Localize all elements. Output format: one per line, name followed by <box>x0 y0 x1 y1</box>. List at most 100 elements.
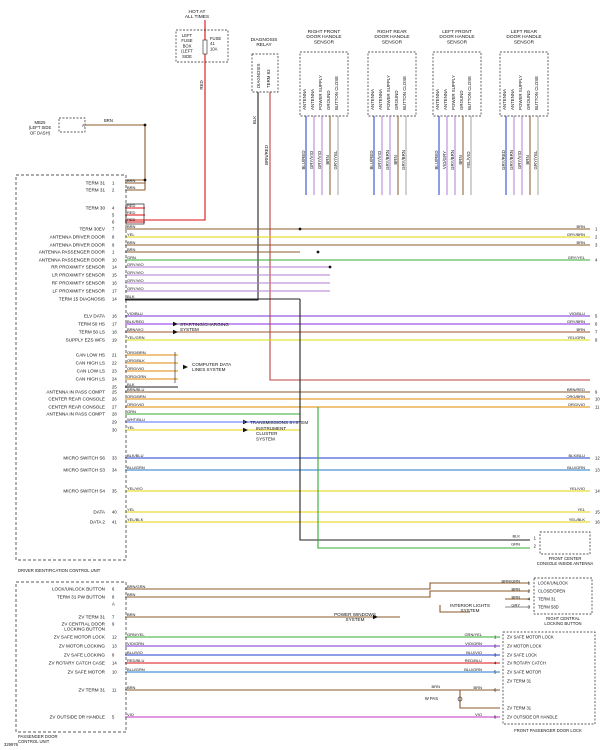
dicu-pin-7: 9 <box>112 243 115 248</box>
diagram-id: 329976 <box>4 742 19 747</box>
dicu-wire-label-29: YEL <box>127 425 135 430</box>
label-line: ZV CENTRAL DOOR <box>62 622 106 627</box>
fpdl-label-4: ZV SAFE MOTOR <box>507 670 541 675</box>
passenger-door-control-unit <box>15 581 127 733</box>
rcl-label-1: CLOSE/OPEN <box>538 589 565 594</box>
right-pin-9: 4 <box>595 258 598 263</box>
sensor-2-wire-label-3: BRN <box>458 155 463 164</box>
dicu-wire-label-6: YEL <box>127 232 135 237</box>
fpdl-label-3: ZV ROTARY CATCH <box>507 661 546 666</box>
grn-fca-wire <box>317 407 530 549</box>
label-line: PASSENGER DOOR <box>18 734 57 739</box>
dicu-wire-label-17: BRN/VIO <box>127 327 143 332</box>
pdcu-label-7: ZV SAFE LOCKING <box>64 653 106 658</box>
door-handle-sensor-2 <box>432 51 482 117</box>
blk-wire-label: BLK <box>252 116 257 124</box>
dicu-pin-18: 19 <box>112 338 117 343</box>
pdcu-label-10: ZV TERM 31 <box>79 688 106 693</box>
dicu-pin-23: 25 <box>112 385 117 390</box>
right-wire-label-9: GRY/YEL <box>568 255 586 260</box>
sensor-3-pin-2: POWER SUPPLY <box>518 75 523 110</box>
pdcu-wire-label-3: BRN <box>127 612 136 617</box>
dicu-pin-2: 4 <box>112 206 115 211</box>
dicu-pin-30: 33 <box>112 456 117 461</box>
right-pin-33: 15 <box>595 510 600 515</box>
fpdl-pin-8: 4 <box>494 661 497 666</box>
pdcu-pin-11: 5 <box>112 715 115 720</box>
right-wire-label-30: BLK/BLU <box>569 453 586 458</box>
brnred-wire-label: BRN/RED <box>264 145 269 165</box>
pdcu-pin-1: 8 <box>112 595 115 600</box>
arrow-power-windows <box>373 614 378 620</box>
pdcu-wire-label-1: BRN <box>127 592 136 597</box>
fca-pin-1: 2 <box>534 544 537 549</box>
dicu-label-5: TERM 30EV <box>79 227 105 232</box>
right-pin-5: 1 <box>595 227 598 232</box>
label-line: SENSOR <box>447 39 468 45</box>
sensor-1-wire-label-4: GRY/BRN <box>401 150 406 170</box>
dicu-label-11: LR PROXIMITY SENSOR <box>52 273 106 278</box>
label-line: DIAGNOSIS <box>251 37 278 43</box>
pdcu-label-1: TERM 31 PW BUTTON <box>57 595 105 600</box>
dicu-wire-label-25: ORG/BRN <box>127 394 146 399</box>
dicu-pin-16: 17 <box>112 322 117 327</box>
diagnosis-relay-box <box>251 53 279 93</box>
label-line: OF DASH) <box>30 130 51 135</box>
right-wire-label-6: GRY/BRN <box>567 232 585 237</box>
dicu-pin-21: 23 <box>112 369 117 374</box>
rcl-wire-2: BRN <box>512 595 521 600</box>
driver-identification-control-unit <box>15 174 127 561</box>
rcl-wire-0: BRN/GRN <box>502 579 521 584</box>
right-wire-label-18: YEL/GRN <box>567 335 585 340</box>
fpdl-term31-loop <box>459 689 500 709</box>
dicu-label-26: CENTER REAR CONSOLE <box>48 405 105 410</box>
label-line: DOOR HANDLE <box>374 34 409 40</box>
dicu-label-30: MICRO SWITCH S6 <box>63 456 105 461</box>
dicu-wire-label-18: YEL/GRN <box>127 335 145 340</box>
dicu-wire-label-27: GRN <box>127 409 136 414</box>
label-line: INTERIOR LIGHTS <box>450 603 490 608</box>
dicu-label-32: MICRO SWITCH S4 <box>63 489 105 494</box>
right-pin-32: 14 <box>595 489 600 494</box>
pdcu-label-5: ZV SAFE MOTOR LOCK <box>54 635 106 640</box>
pdcu-wire-label-0: BRN/GRN <box>127 584 146 589</box>
label-line: ALL TIMES <box>185 14 209 20</box>
dicu-pin-0: 1 <box>112 181 115 186</box>
label-line: CONTROL UNIT <box>18 739 50 744</box>
relay-pin-diagnosis: DIAGNOSIS <box>256 64 261 88</box>
sensor-3-wire-label-1: GRY/BRN <box>509 150 514 170</box>
sensor-2-pin-0: ANTENNA <box>435 89 440 110</box>
sensor-1-pin-2: POWER SUPPLY <box>386 75 391 110</box>
pdcu-pin-10: 11 <box>112 688 117 693</box>
right-pin-16: 6 <box>595 322 598 327</box>
fuse-41-icon <box>202 39 208 55</box>
sensor-2-wire-label-0: BLU/RED <box>434 150 439 169</box>
right-pin-34: 16 <box>595 520 600 525</box>
fpdl-label-7: ZV TERM 31 <box>507 706 532 711</box>
rcl-pin-3: 3 <box>528 605 531 610</box>
sensor-1-pin-0: ANTENNA <box>370 89 375 110</box>
label-line: SENSOR <box>314 39 335 45</box>
sensor-0-pin-1: ANTENNA <box>310 89 315 110</box>
sensor-3-wire-label-4: GRY/YEL <box>533 150 538 170</box>
dicu-label-0: TERM 31 <box>86 181 106 186</box>
pdcu-wire-label-11: VIO <box>127 712 134 717</box>
dicu-label-21: CAN LOW LS <box>77 369 105 374</box>
pdcu-wire-label-5: GRN/YEL <box>127 632 145 637</box>
sensor-3-pin-3: GROUND <box>526 90 531 110</box>
dicu-pin-8: 1 <box>112 250 115 255</box>
sensor-1-pin-1: ANTENNA <box>378 89 383 110</box>
interior-lights-wire <box>439 605 470 613</box>
dicu-pin-12: 16 <box>112 281 117 286</box>
pdcu-label-6: ZV MOTOR LOCKING <box>59 644 106 649</box>
dicu-wire-label-28: WHT/BLU <box>127 417 145 422</box>
pdcu-wire-label-7: BLU/VIO <box>127 650 143 655</box>
term31-pw-wire <box>125 590 530 598</box>
wires-layer <box>85 20 590 718</box>
